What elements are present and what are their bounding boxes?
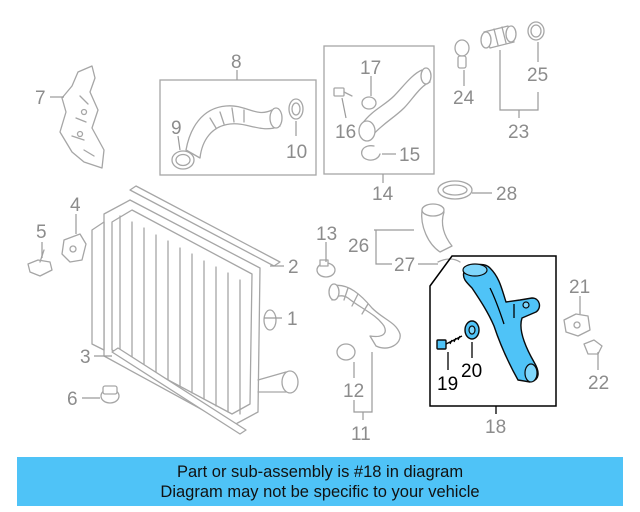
callout-5: 5	[36, 222, 47, 243]
leader-11	[353, 352, 373, 420]
group-box-8	[159, 79, 317, 176]
part-hose-8[interactable]	[185, 105, 283, 159]
banner-line-disclaimer: Diagram may not be specific to your vehi…	[160, 482, 480, 501]
part-12-clamp[interactable]	[336, 343, 356, 361]
part-2-seal-strip[interactable]	[129, 185, 281, 267]
callout-11: 11	[351, 424, 371, 445]
callout-15: 15	[399, 145, 420, 166]
callout-10: 10	[286, 142, 307, 163]
part-3-seal-strip[interactable]	[111, 347, 247, 435]
part-10-seal-ring[interactable]	[288, 98, 304, 120]
part-elbow-26[interactable]	[421, 203, 453, 253]
callout-28: 28	[496, 184, 517, 205]
part-16-bolt[interactable]	[333, 87, 353, 97]
part-hose-23[interactable]	[480, 25, 517, 49]
callout-9: 9	[171, 118, 182, 139]
part-1-intercooler[interactable]	[91, 199, 299, 427]
callout-23: 23	[508, 122, 529, 143]
callout-27: 27	[394, 255, 415, 276]
part-24-clamp[interactable]	[454, 39, 470, 69]
part-25-seal[interactable]	[527, 21, 545, 41]
callout-20: 20	[461, 361, 482, 382]
callout-19: 19	[437, 374, 458, 395]
callout-4: 4	[70, 195, 81, 216]
callout-26: 26	[348, 236, 369, 257]
banner-line-part: Part or sub-assembly is #18 in diagram	[176, 462, 464, 481]
callout-6: 6	[67, 389, 78, 410]
callout-21: 21	[569, 277, 590, 298]
callout-18: 18	[485, 417, 506, 438]
part-4-bracket[interactable]	[61, 233, 87, 263]
callout-1: 1	[287, 309, 298, 330]
callout-25: 25	[527, 65, 548, 86]
callout-8: 8	[231, 52, 242, 73]
group-box-18	[429, 255, 557, 407]
callout-22: 22	[588, 373, 609, 394]
part-5-bolt[interactable]	[27, 249, 53, 277]
callout-7: 7	[35, 88, 46, 109]
callout-16: 16	[335, 122, 356, 143]
callout-13: 13	[316, 224, 337, 245]
group-box-14	[323, 45, 435, 175]
part-22-bolt[interactable]	[583, 339, 603, 355]
leader-23	[499, 50, 539, 118]
callout-17: 17	[360, 58, 381, 79]
part-pipe-14[interactable]	[358, 67, 432, 142]
info-banner: Part or sub-assembly is #18 in diagram D…	[17, 457, 623, 506]
leader-16	[341, 97, 347, 119]
leader-9	[177, 135, 181, 151]
callout-3: 3	[80, 347, 91, 368]
part-13-clamp[interactable]	[316, 259, 336, 278]
part-28-clamp[interactable]	[437, 180, 473, 200]
part-7-bracket[interactable]	[59, 65, 105, 169]
leader-26	[374, 229, 414, 265]
part-17-seal[interactable]	[361, 96, 377, 110]
parts-diagram: 1 2 3 4 5 6 7 8 9 10 11 12 13 14 15 16 1…	[27, 21, 609, 445]
part-20-spacer[interactable]	[464, 320, 480, 340]
callout-24: 24	[453, 88, 475, 109]
callout-2: 2	[288, 257, 299, 278]
part-18-charge-air-pipe[interactable]	[462, 263, 541, 383]
part-6-mount[interactable]	[100, 385, 120, 404]
part-15-clamp[interactable]	[360, 145, 381, 161]
part-19-bolt[interactable]	[436, 335, 463, 350]
part-21-bracket[interactable]	[563, 313, 591, 337]
callout-12: 12	[343, 381, 364, 402]
part-9-hose-clamp[interactable]	[171, 150, 195, 170]
part-hose-11[interactable]	[328, 283, 401, 349]
callout-14: 14	[372, 184, 394, 205]
